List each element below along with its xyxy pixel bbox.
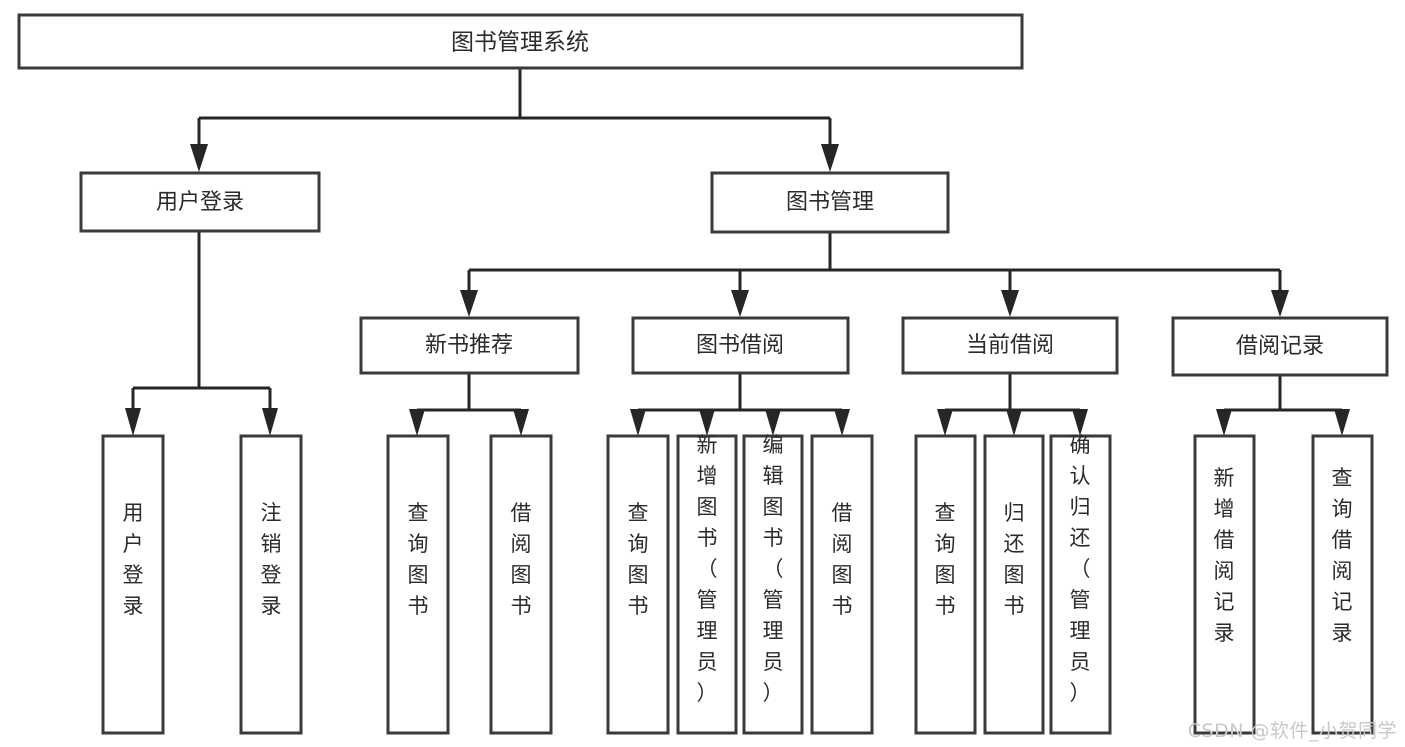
leaf-new-book-1-box[interactable] [386,434,450,735]
node-user-login-label: 用户登录 [156,190,244,215]
arrow-leaf-new-book-1 [409,409,425,436]
node-borrow-record-label: 借阅记录 [1236,334,1324,359]
leaf-current-borrow-3-box[interactable] [1049,434,1112,735]
node-root-box[interactable] [17,13,1024,70]
leaf-current-borrow-3-label: 确认归还（管理员） [1070,433,1091,705]
leaf-node[interactable]: 确认归还（管理员） [1049,433,1112,735]
node-root[interactable]: 图书管理系统 [17,13,1024,70]
leaf-current-borrow-1-label: 查询图书 [935,501,956,618]
leaf-node[interactable]: 查询图书 [914,434,977,735]
leaf-book-borrow-2-box[interactable] [676,434,738,735]
arrow-leaf-book-borrow-1 [630,409,646,436]
leaf-node[interactable]: 借阅图书 [810,434,874,735]
leaf-node[interactable]: 注销登录 [239,434,303,735]
leaf-book-borrow-4-box[interactable] [810,434,874,735]
node-book-manage-box[interactable] [710,171,950,234]
leaf-new-book-1-label: 查询图书 [408,501,429,618]
leaf-current-borrow-2-label: 归还图书 [1004,501,1025,618]
node-borrow-record[interactable]: 借阅记录 [1171,316,1389,377]
leaf-node[interactable]: 查询图书 [386,434,450,735]
arrow-leaf-user-login-1 [125,408,141,436]
leaf-user-login-2-label: 注销登录 [261,501,282,618]
leaf-new-book-2-box[interactable] [489,434,553,735]
arrow-leaf-borrow-record-1 [1216,409,1232,436]
leaf-user-login-1-label: 用户登录 [123,501,144,618]
arrow-to-book-manage [821,144,839,172]
node-current-borrow-box[interactable] [901,316,1119,375]
node-borrow-record-box[interactable] [1171,316,1389,377]
leaf-node[interactable]: 新增图书（管理员） [676,433,738,735]
connector-group [125,68,1350,436]
node-user-login[interactable]: 用户登录 [79,171,321,233]
leaf-node[interactable]: 查询借阅记录 [1311,434,1374,735]
leaf-book-borrow-1-label: 查询图书 [628,501,649,618]
arrow-leaf-book-borrow-2 [699,409,715,436]
arrow-leaf-current-borrow-3 [1072,409,1088,436]
arrow-leaf-new-book-2 [513,409,529,436]
node-book-manage-label: 图书管理 [786,190,874,215]
node-book-manage[interactable]: 图书管理 [710,171,950,234]
node-new-book-recommend-label: 新书推荐 [425,333,513,358]
node-book-borrow-box[interactable] [631,316,850,375]
arrow-leaf-current-borrow-2 [1006,409,1022,436]
node-new-book-recommend-box[interactable] [359,316,580,375]
node-current-borrow-label: 当前借阅 [966,333,1054,358]
leaf-book-borrow-3-box[interactable] [742,434,804,735]
arrow-leaf-book-borrow-3 [765,409,781,436]
arrow-to-user-login [190,144,208,172]
leaf-node[interactable]: 查询图书 [606,434,670,735]
leaf-borrow-record-1-label: 新增借阅记录 [1214,466,1235,645]
arrow-to-book-borrow [731,290,749,317]
node-book-borrow-label: 图书借阅 [696,333,784,358]
node-current-borrow[interactable]: 当前借阅 [901,316,1119,375]
leaf-node[interactable]: 归还图书 [983,434,1045,735]
leaf-node[interactable]: 编辑图书（管理员） [742,433,804,735]
arrow-to-new-book [460,290,478,317]
leaf-book-borrow-4-label: 借阅图书 [832,501,853,618]
leaf-user-login-1-box[interactable] [101,434,165,735]
arrow-to-borrow-record [1271,290,1289,317]
leaf-book-borrow-3-label: 编辑图书（管理员） [763,433,784,705]
leaf-user-login-2-box[interactable] [239,434,303,735]
arrow-leaf-current-borrow-1 [937,409,953,436]
leaf-borrow-record-2-box[interactable] [1311,434,1374,735]
leaf-book-borrow-1-box[interactable] [606,434,670,735]
leaf-current-borrow-1-box[interactable] [914,434,977,735]
leaf-node[interactable]: 借阅图书 [489,434,553,735]
arrow-leaf-borrow-record-2 [1334,409,1350,436]
arrow-leaf-book-borrow-4 [834,409,850,436]
node-user-login-box[interactable] [79,171,321,233]
leaf-borrow-record-2-label: 查询借阅记录 [1332,466,1353,645]
arrow-to-current-borrow [1001,290,1019,317]
leaf-book-borrow-2-label: 新增图书（管理员） [697,433,718,705]
leaf-new-book-2-label: 借阅图书 [511,501,532,618]
leaf-node[interactable]: 新增借阅记录 [1193,434,1256,735]
node-root-label: 图书管理系统 [451,30,589,56]
node-new-book-recommend[interactable]: 新书推荐 [359,316,580,375]
leaf-borrow-record-1-box[interactable] [1193,434,1256,735]
arrow-leaf-user-login-2 [262,408,278,436]
leaf-current-borrow-2-box[interactable] [983,434,1045,735]
leaf-node[interactable]: 用户登录 [101,434,165,735]
node-book-borrow[interactable]: 图书借阅 [631,316,850,375]
